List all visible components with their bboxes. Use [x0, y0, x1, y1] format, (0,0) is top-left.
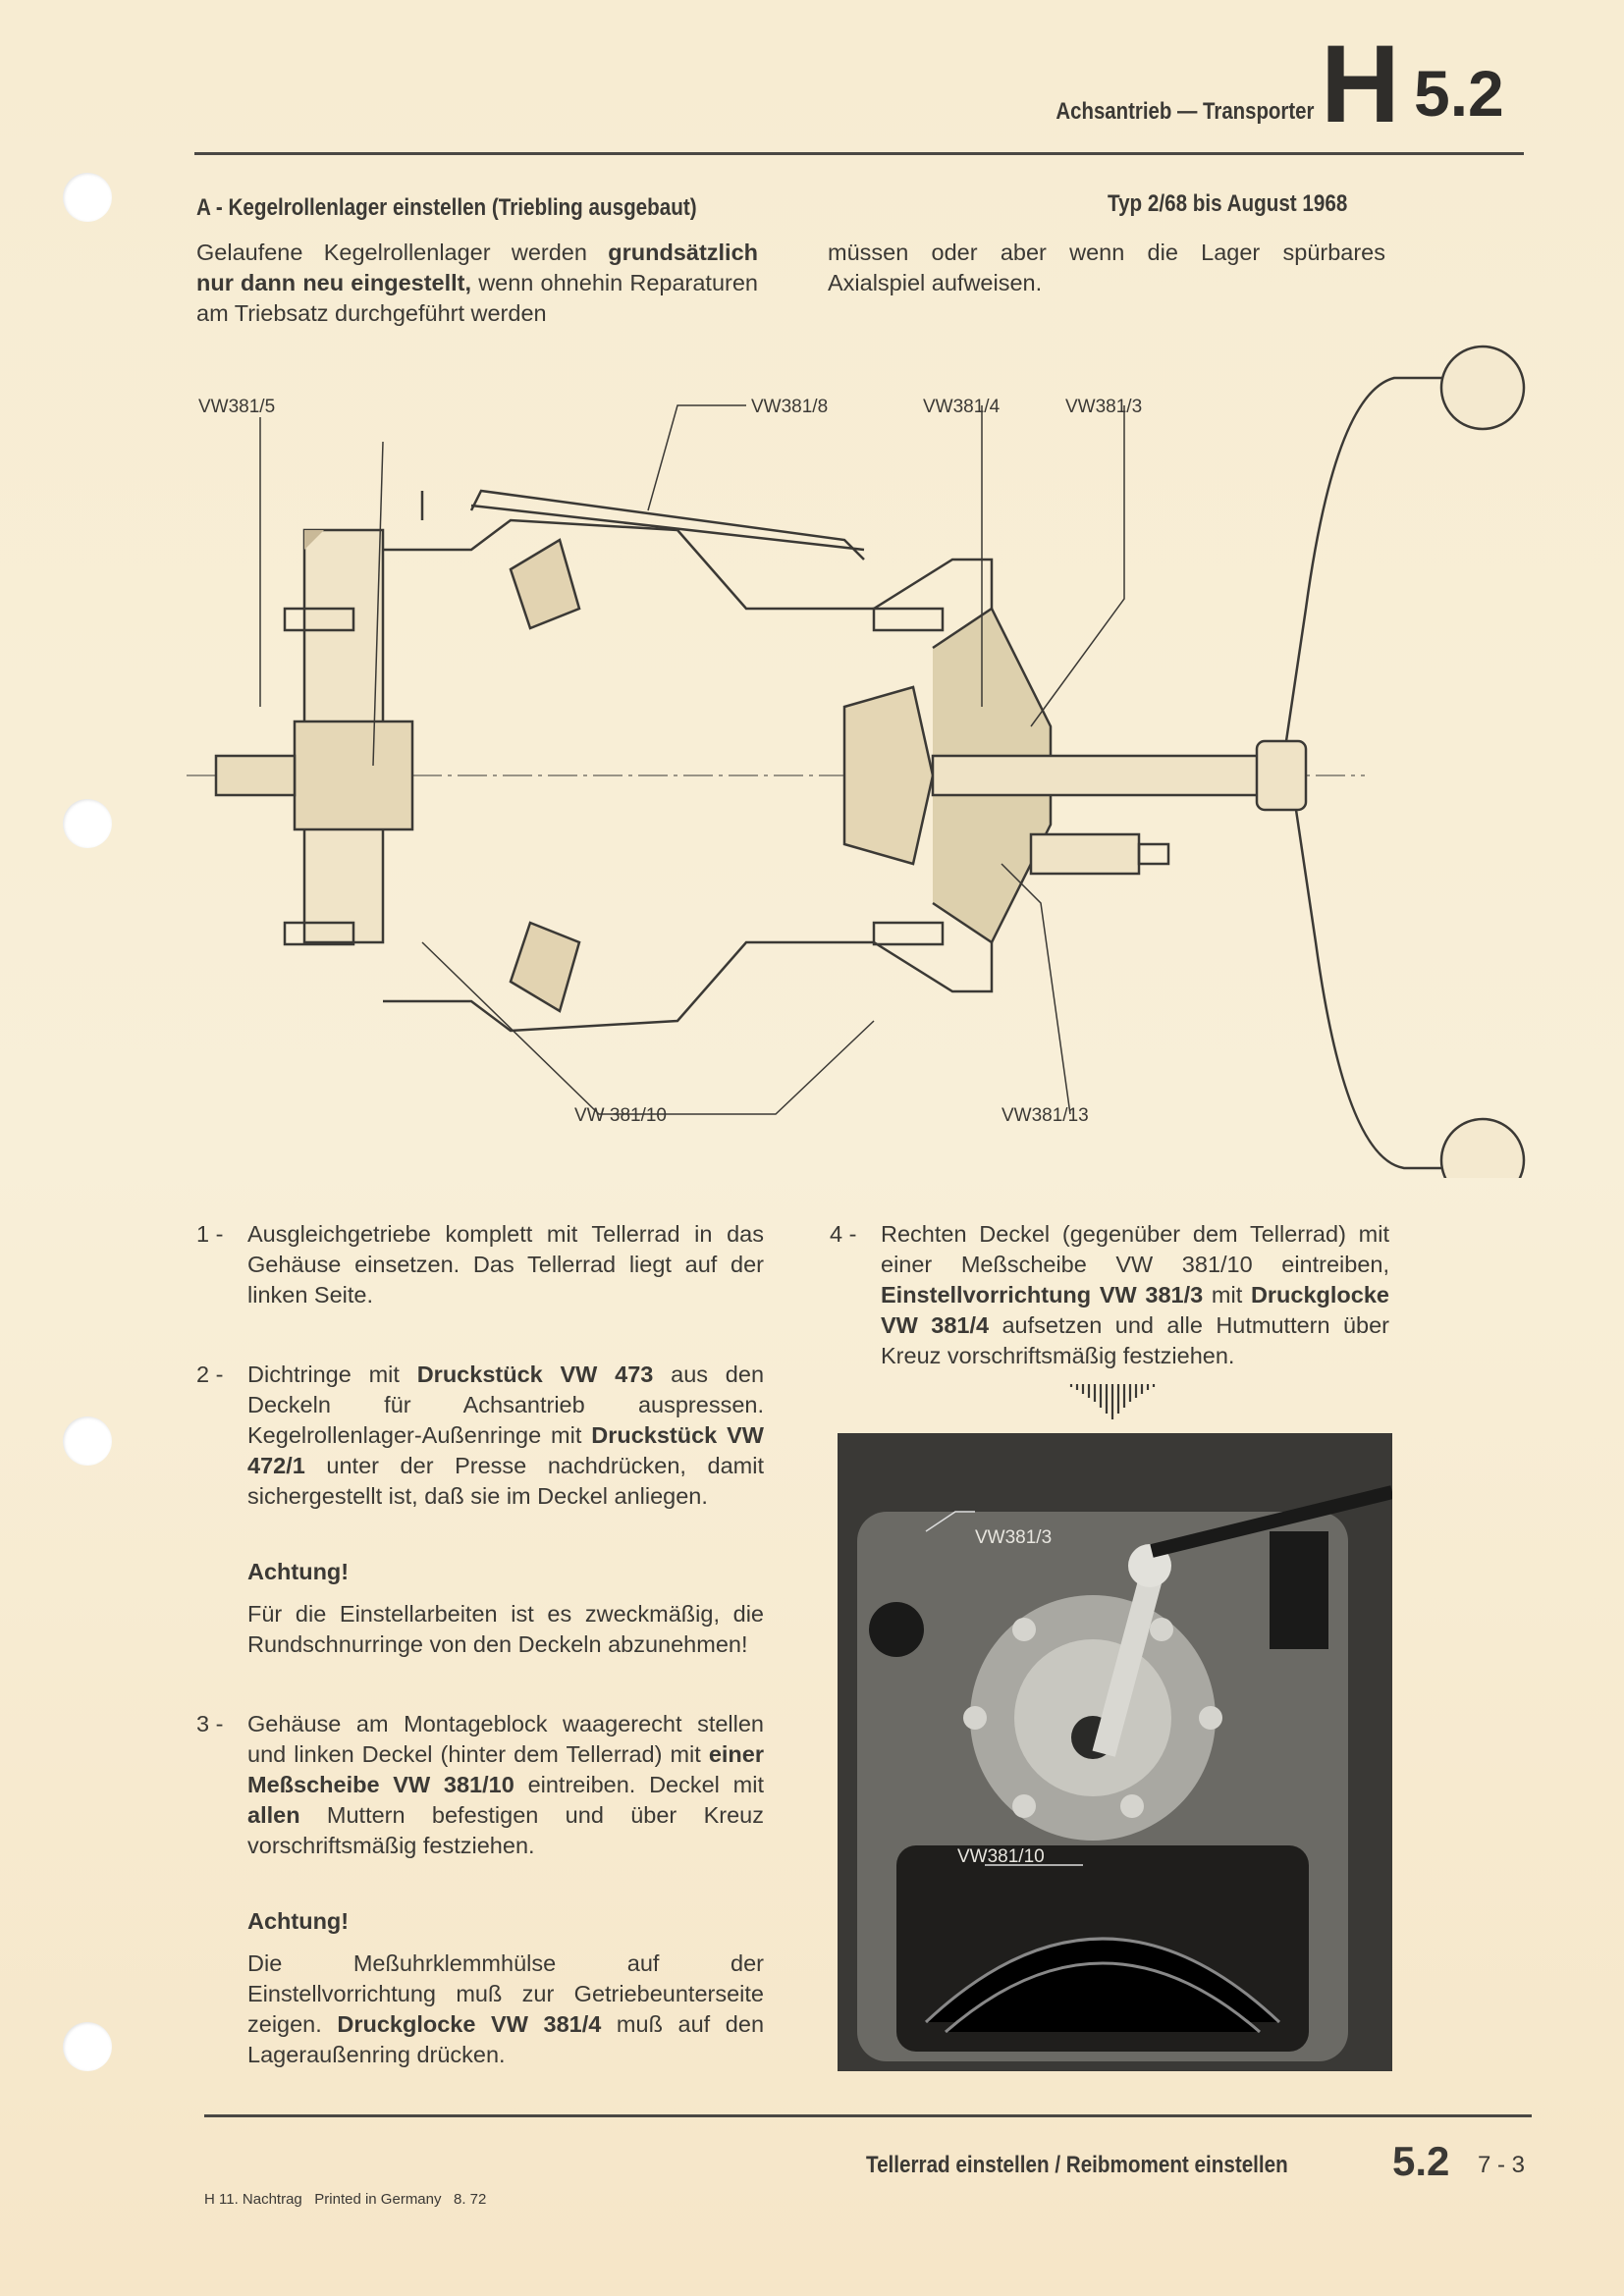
- tool-ref: einer Meßscheibe VW 381/10: [247, 1741, 764, 1797]
- header-rule: [194, 152, 1524, 155]
- diagram-label: VW381/3: [1065, 397, 1142, 417]
- step-4: 4 - Rechten Deckel (gegenüber dem Tellerr…: [830, 1219, 1389, 1371]
- step-2: 2 - Dichtringe mit Druckstück VW 473 aus …: [196, 1360, 764, 1512]
- intro-text: wenn ohnehin Reparaturen am Triebsatz du…: [196, 270, 758, 326]
- tool-ref: Einstellvorrichtung VW 381/3: [881, 1282, 1204, 1308]
- punch-hole: [63, 2022, 112, 2071]
- section-letter: H: [1321, 23, 1400, 145]
- photo-label: VW381/10: [957, 1846, 1045, 1867]
- transmission-photo: VW381/3 VW381/10: [838, 1433, 1392, 2071]
- text: Gehäuse am Montageblock waagerecht stell…: [247, 1711, 764, 1767]
- footer-title: Tellerrad einstellen / Reibmoment einste…: [866, 2152, 1288, 2178]
- text: mit: [1203, 1282, 1251, 1308]
- step-number: 2 -: [196, 1362, 224, 1387]
- text: Dichtringe mit: [247, 1362, 417, 1387]
- text: aufsetzen und alle Hutmuttern über Kreuz…: [881, 1312, 1389, 1368]
- text: unter der Presse nachdrücken, damit sich…: [247, 1453, 764, 1509]
- text: Die Meßuhrklemmhülse auf der Einstellvor…: [247, 1950, 764, 2037]
- intro-left: Gelaufene Kegelrollenlager werden grunds…: [196, 238, 758, 329]
- tool-ref: Druckglocke VW 381/4: [337, 2011, 602, 2037]
- text: Muttern befestigen und über Kreuz vorsch…: [247, 1802, 764, 1858]
- tool-ref: Druckglocke VW 381/4: [881, 1282, 1389, 1338]
- step-number: 3 -: [196, 1711, 224, 1736]
- diagram-label: VW381/13: [1001, 1105, 1089, 1126]
- step-text: Ausgleichgetriebe komplett mit Tellerrad…: [247, 1221, 764, 1308]
- diagram-label: VW381/5: [198, 397, 275, 417]
- punch-hole: [63, 799, 112, 848]
- step-text: Dichtringe mit Druckstück VW 473 aus den…: [247, 1360, 764, 1512]
- step-3: 3 - Gehäuse am Montageblock waagerecht st…: [196, 1709, 764, 1861]
- punch-hole: [63, 1416, 112, 1466]
- step-text: Rechten Deckel (gegenüber dem Tellerrad)…: [881, 1219, 1389, 1371]
- down-arrow-icon: [1069, 1384, 1156, 1419]
- diagram-label: VW381/8: [751, 397, 828, 417]
- note-title: Achtung!: [247, 1559, 350, 1584]
- step-1: 1 - Ausgleichgetriebe komplett mit Teller…: [196, 1219, 764, 1310]
- diagram-label: VW 381/10: [574, 1105, 667, 1126]
- emphasis: allen: [247, 1802, 300, 1828]
- footer-section: 5.2: [1392, 2138, 1450, 2184]
- footer-rule: [204, 2114, 1532, 2117]
- page-number: 7 - 3: [1478, 2152, 1526, 2178]
- note-text: Die Meßuhrklemmhülse auf der Einstellvor…: [247, 1949, 764, 2070]
- text: muß auf den Lageraußenring drücken.: [247, 2011, 765, 2067]
- axle-drive-diagram: VW381/5 VW381/8 VW381/4 VW381/3 VW 381/1…: [187, 345, 1526, 1178]
- tool-ref: Druckstück VW 473: [416, 1362, 654, 1387]
- photo-content: VW381/3 VW381/10: [838, 1433, 1392, 2071]
- punch-hole: [63, 173, 112, 222]
- intro-bold: grundsätzlich nur dann neu eingestellt,: [196, 240, 758, 295]
- text: Rechten Deckel (gegenüber dem Tellerrad)…: [881, 1221, 1389, 1277]
- diagram-label: VW381/4: [923, 397, 1001, 417]
- intro-right: müssen oder aber wenn die Lager spürbare…: [828, 240, 1385, 295]
- step-number: 1 -: [196, 1221, 224, 1247]
- type-note: Typ 2/68 bis August 1968: [1108, 190, 1348, 217]
- step-number: 4 -: [830, 1221, 857, 1247]
- intro-text: Gelaufene Kegelrollenlager werden: [196, 240, 609, 265]
- text: aus den Deckeln für Achsantrieb auspress…: [247, 1362, 765, 1448]
- imprint: H 11. Nachtrag Printed in Germany 8. 72: [204, 2191, 487, 2208]
- steps-left: 1 - Ausgleichgetriebe komplett mit Teller…: [196, 1219, 764, 2070]
- header-title: Achsantrieb — Transporter: [1055, 98, 1314, 125]
- tool-ref: Druckstück VW 472/1: [247, 1422, 764, 1478]
- section-number: 5.2: [1414, 57, 1504, 130]
- note-text: Für die Einstellarbeiten ist es zweckmäß…: [247, 1601, 764, 1657]
- text: eintreiben. Deckel mit: [514, 1772, 764, 1797]
- step-text: Gehäuse am Montageblock waagerecht stell…: [247, 1709, 764, 1861]
- steps-right: 4 - Rechten Deckel (gegenüber dem Tellerr…: [830, 1219, 1389, 1371]
- note-1: Achtung! Für die Einstellarbeiten ist es…: [247, 1559, 764, 1660]
- section-heading: A - Kegelrollenlager einstellen (Triebli…: [196, 194, 697, 221]
- note-2: Achtung! Die Meßuhrklemmhülse auf der Ei…: [247, 1908, 764, 2070]
- note-title: Achtung!: [247, 1908, 350, 1934]
- photo-label: VW381/3: [975, 1527, 1052, 1548]
